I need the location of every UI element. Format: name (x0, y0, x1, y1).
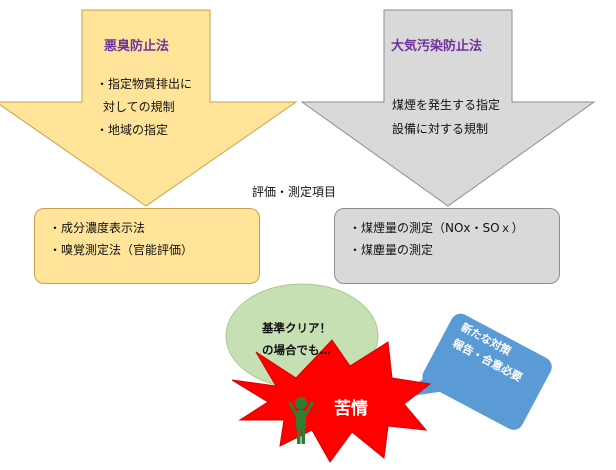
left-down-arrow (0, 9, 298, 207)
callout-bubble (422, 313, 552, 430)
cloud-line-1: 基準クリア！ (262, 321, 331, 335)
complaint-label: 苦情 (334, 399, 368, 419)
right-box-item-2: ・煤塵量の測定 (349, 243, 434, 257)
complaint-burst (231, 339, 432, 463)
cloud-line-2: の場合でも… (262, 343, 331, 357)
right-measurement-box: ・煤煙量の測定（NOx・SOｘ） ・煤塵量の測定 (334, 208, 560, 284)
right-box-item-1: ・煤煙量の測定（NOx・SOｘ） (349, 221, 524, 235)
right-arrow-line-1: 煤煙を発生する指定 (392, 98, 501, 112)
left-arrow-title: 悪臭防止法 (104, 39, 170, 54)
left-box-item-2: ・嗅覚測定法（官能評価） (49, 243, 194, 257)
evaluation-label: 評価・測定項目 (252, 185, 337, 199)
right-arrow-title: 大気汚染防止法 (391, 39, 483, 54)
left-box-item-1: ・成分濃度表示法 (49, 221, 146, 235)
left-arrow-line-2: 対しての規制 (103, 100, 175, 114)
right-down-arrow (300, 9, 596, 207)
left-measurement-box: ・成分濃度表示法 ・嗅覚測定法（官能評価） (34, 208, 260, 284)
right-arrow-line-2: 設備に対する規制 (392, 122, 489, 136)
left-arrow-line-1: ・指定物質排出に (96, 77, 193, 91)
left-arrow-line-3: ・地域の指定 (96, 123, 169, 137)
angry-person-icon (288, 397, 314, 444)
